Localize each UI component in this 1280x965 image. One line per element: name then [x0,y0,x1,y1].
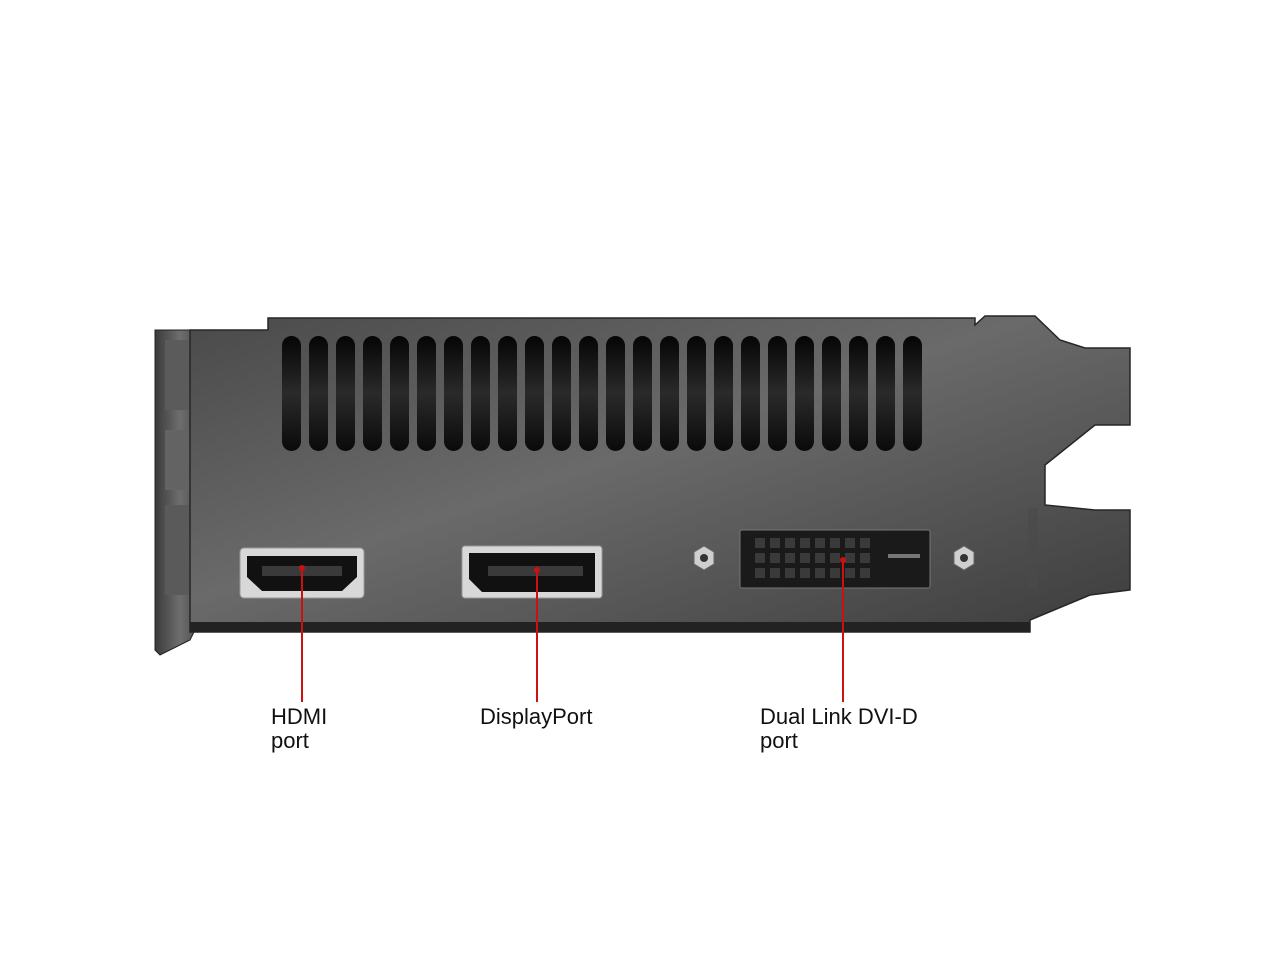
vent-slot [741,336,760,451]
dvi-callout-dot [840,557,846,563]
vent-slot [525,336,544,451]
dvi-pin [770,553,780,563]
dvi-pin [845,553,855,563]
vent-slot [309,336,328,451]
dvi-pin [785,553,795,563]
dvi-label-line-2: port [760,728,798,753]
hdmi-label-line-2: port [271,728,309,753]
vent-slot [444,336,463,451]
hdmi-port-label: HDMI port [271,705,327,753]
vent-slot [498,336,517,451]
vent-slot [687,336,706,451]
dvi-pin [860,538,870,548]
vent-slot [903,336,922,451]
dvi-pin [815,538,825,548]
dvi-pin [770,568,780,578]
hdmi-label-line-1: HDMI [271,704,328,729]
dvi-pin [785,538,795,548]
dvi-pin-grid [755,538,870,578]
dvi-pin [800,553,810,563]
hdmi-callout-dot [299,565,305,571]
dvi-pin [755,538,765,548]
vent-slot [282,336,301,451]
dvi-pin [860,568,870,578]
vent-slot [714,336,733,451]
vent-slot [606,336,625,451]
vent-slot [795,336,814,451]
vent-slot [876,336,895,451]
displayport-callout-dot [534,567,540,573]
dvi-pin [815,568,825,578]
dvi-pin [770,538,780,548]
dvi-pin [845,568,855,578]
vent-slot [822,336,841,451]
vent-slot [579,336,598,451]
dvi-pin [860,553,870,563]
callout-lines [299,557,846,702]
dvi-port-label: Dual Link DVI-D port [760,705,918,753]
vent-slot [363,336,382,451]
vent-slot [849,336,868,451]
vent-slot [552,336,571,451]
dvi-pin [815,553,825,563]
vent-slot [336,336,355,451]
dvi-pin [830,553,840,563]
dvi-pin [830,568,840,578]
displayport-connector [461,545,603,599]
vent-slot [633,336,652,451]
dual-link-dvi-d-connector [739,529,931,589]
dvi-pin [800,538,810,548]
dvi-pin [785,568,795,578]
vent-slot [471,336,490,451]
vent-slot [768,336,787,451]
dvi-pin [800,568,810,578]
vent-slot [390,336,409,451]
ventilation-grille [282,336,922,451]
displayport-label: DisplayPort [480,705,592,729]
vent-slot [660,336,679,451]
dvi-pin [830,538,840,548]
displayport-label-line-1: DisplayPort [480,704,593,729]
vent-slot [417,336,436,451]
dvi-pin [755,568,765,578]
bracket-engraving [1028,508,1038,588]
screw-post-left [693,545,715,571]
dvi-label-line-1: Dual Link DVI-D [760,704,918,729]
dvi-pin [755,553,765,563]
dvi-pin [845,538,855,548]
screw-post-right [953,545,975,571]
